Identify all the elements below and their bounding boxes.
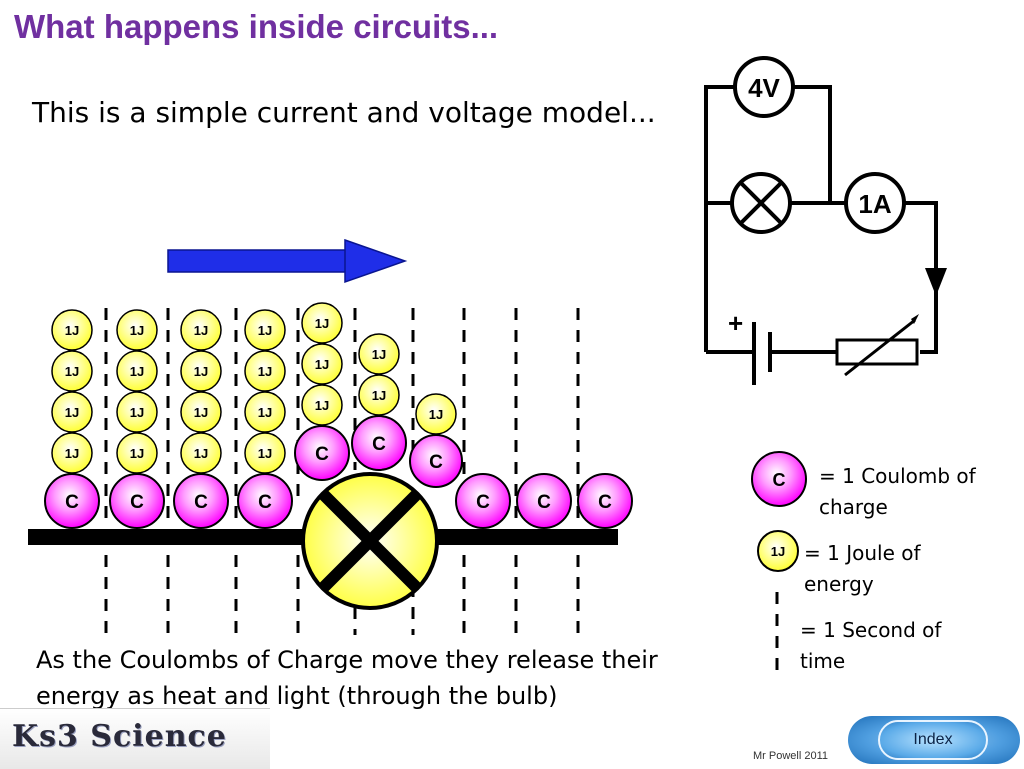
legend-joule-icon: 1J (757, 530, 799, 572)
legend-joule-text: = 1 Joule of energy (804, 541, 921, 596)
joule-energy: 1J (51, 391, 93, 433)
coulomb-label: C (130, 492, 144, 513)
bulb-icon (301, 472, 439, 610)
joule-label: 1J (194, 323, 208, 338)
coulomb-label: C (476, 492, 490, 513)
joule-energy: 1J (116, 432, 158, 474)
joule-energy: 1J (116, 309, 158, 351)
joule-energy: 1J (116, 350, 158, 392)
ks3-science-logo: Ks3 Science (0, 708, 270, 769)
coulomb-charge: C (455, 473, 511, 529)
circuit-schematic (704, 85, 938, 385)
joule-label: 1J (372, 347, 386, 362)
coulomb-label: C (429, 452, 443, 473)
legend-coulomb-symbol: C (773, 470, 786, 490)
legend-second-text: = 1 Second of time (800, 618, 942, 673)
joule-energy: 1J (180, 432, 222, 474)
joule-energy: 1J (180, 391, 222, 433)
coulomb-charge: C (409, 434, 463, 488)
caption: As the Coulombs of Charge move they rele… (36, 646, 658, 710)
joule-label: 1J (258, 323, 272, 338)
coulomb-label: C (65, 492, 79, 513)
joule-label: 1J (65, 446, 79, 461)
joule-label: 1J (315, 398, 329, 413)
joule-energy: 1J (180, 309, 222, 351)
legend-coulomb-text: = 1 Coulomb of charge (819, 464, 976, 519)
coulomb-charge: C (516, 473, 572, 529)
joule-energy: 1J (244, 309, 286, 351)
joule-label: 1J (130, 446, 144, 461)
coulomb-label: C (194, 492, 208, 513)
coulomb-label: C (372, 434, 386, 455)
coulomb-charge: C (294, 425, 350, 481)
coulomb-label: C (258, 492, 272, 513)
index-button-label: Index (878, 720, 988, 760)
coulomb-label: C (315, 444, 329, 465)
joule-energy: 1J (51, 309, 93, 351)
joule-energy: 1J (358, 333, 400, 375)
joule-label: 1J (258, 446, 272, 461)
legend-joule-symbol: 1J (771, 544, 785, 559)
coulomb-charge: C (577, 473, 633, 529)
joule-label: 1J (372, 388, 386, 403)
joule-energy: 1J (301, 302, 343, 344)
lamp-icon (730, 172, 792, 234)
joule-label: 1J (315, 316, 329, 331)
coulomb-charge: C (237, 473, 293, 529)
voltmeter-icon: 4V (733, 56, 795, 118)
legend-coulomb-icon: C (751, 451, 807, 507)
current-direction-arrow (167, 238, 408, 284)
joule-energy: 1J (180, 350, 222, 392)
coulomb-charge: C (351, 415, 407, 471)
joule-label: 1J (258, 364, 272, 379)
variable-resistor-arrow-icon (911, 314, 919, 324)
joule-label: 1J (130, 323, 144, 338)
coulomb-label: C (537, 492, 551, 513)
joule-label: 1J (194, 405, 208, 420)
joule-label: 1J (130, 405, 144, 420)
joule-energy: 1J (51, 350, 93, 392)
joule-energy: 1J (244, 391, 286, 433)
joule-energy: 1J (116, 391, 158, 433)
coulomb-charge: C (173, 473, 229, 529)
joule-label: 1J (429, 407, 443, 422)
joule-label: 1J (130, 364, 144, 379)
battery-plus-label: + (728, 308, 743, 338)
joule-energy: 1J (244, 350, 286, 392)
joule-energy: 1J (51, 432, 93, 474)
joule-energy: 1J (301, 343, 343, 385)
ammeter-icon: 1A (844, 172, 906, 234)
current-arrow-icon (925, 268, 947, 296)
page-subtitle: This is a simple current and voltage mod… (32, 96, 656, 129)
joule-label: 1J (315, 357, 329, 372)
joule-label: 1J (65, 364, 79, 379)
joule-label: 1J (194, 364, 208, 379)
coulomb-charge: C (109, 473, 165, 529)
page-title: What happens inside circuits... (14, 8, 499, 45)
joule-energy: 1J (358, 374, 400, 416)
joule-energy: 1J (415, 393, 457, 435)
joule-energy: 1J (301, 384, 343, 426)
author-credit: Mr Powell 2011 (753, 750, 828, 762)
joule-label: 1J (258, 405, 272, 420)
joule-label: 1J (194, 446, 208, 461)
coulomb-label: C (598, 492, 612, 513)
ammeter-label: 1A (858, 189, 891, 219)
joule-label: 1J (65, 405, 79, 420)
voltmeter-label: 4V (748, 73, 780, 103)
index-button[interactable]: Index (848, 716, 1020, 764)
joule-energy: 1J (244, 432, 286, 474)
coulomb-charge: C (44, 473, 100, 529)
joule-label: 1J (65, 323, 79, 338)
charges-layer: C 1J 1J 1J 1J C 1J 1J 1J 1J C 1J 1J 1J 1J C 1J 1J 1J 1J C 1J 1… (44, 302, 633, 529)
logo-text: Ks3 Science (12, 719, 227, 754)
